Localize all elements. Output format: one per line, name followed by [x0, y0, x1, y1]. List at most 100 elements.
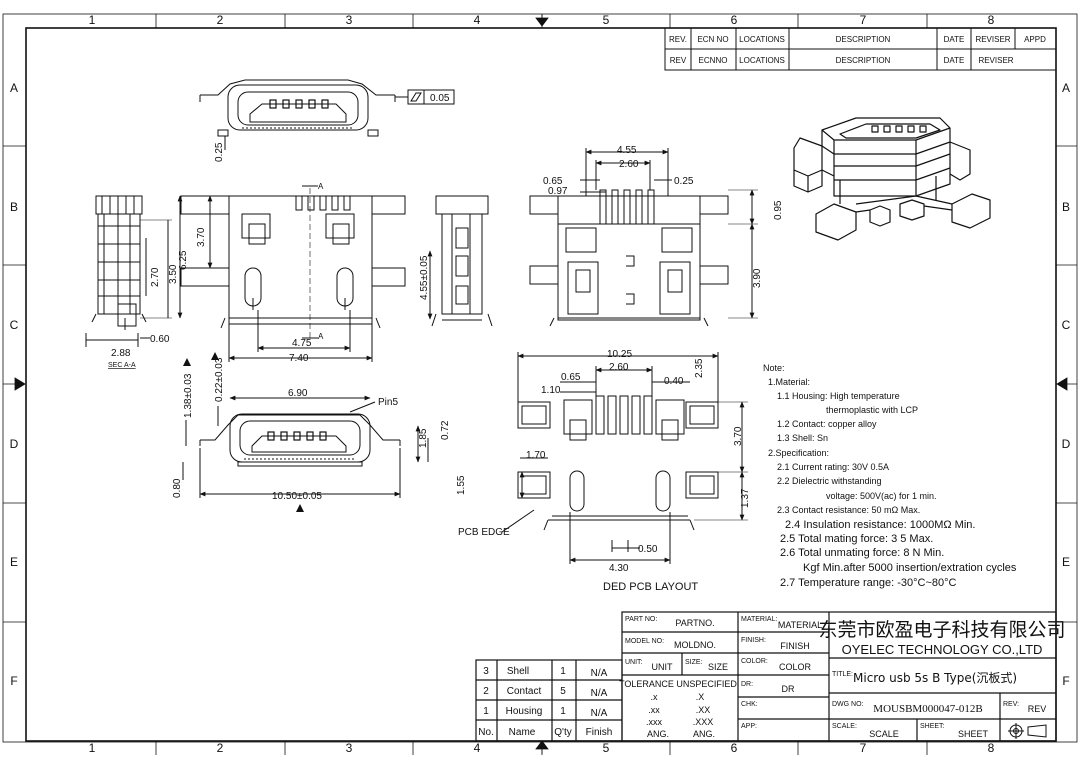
size-value: SIZE	[708, 662, 728, 672]
col-label: 2	[217, 13, 224, 27]
col-label: 5	[603, 13, 610, 27]
dim-025b: 0.25	[674, 176, 694, 187]
row-label: B	[10, 200, 18, 214]
dim-155: 1.55	[456, 475, 467, 495]
dim-455: 4.55	[617, 145, 637, 156]
dim-185: 1.85	[418, 428, 429, 448]
dim-370: 3.70	[196, 227, 207, 247]
sheet-label: SHEET:	[920, 723, 945, 730]
note-line: Note:	[763, 363, 785, 373]
note-line: 1.3 Shell: Sn	[777, 433, 828, 443]
bom-no: 1	[483, 706, 489, 717]
bom-header: No.	[478, 727, 494, 738]
bom-qty: 1	[560, 666, 566, 677]
isometric-view	[793, 117, 991, 241]
bom-qty: 5	[560, 686, 566, 697]
front-main-dims	[177, 195, 373, 362]
unit-value: UNIT	[652, 662, 673, 672]
dim-137: 1.37	[740, 488, 751, 508]
row-label: D	[1062, 437, 1071, 451]
company-name-en: OYELEC TECHNOLOGY CO.,LTD	[842, 642, 1043, 657]
sheet-value: SHEET	[958, 729, 989, 739]
layout-title: DED PCB LAYOUT	[603, 581, 698, 593]
pin5-label: Pin5	[378, 397, 398, 408]
pcb-edge-label: PCB EDGE	[458, 527, 510, 538]
pcb-layout-labels: 10.25 1.10 0.65 2.60 0.40 2.35 3.70 1.70…	[456, 349, 751, 593]
note-line: 2.6 Total unmating force: 8 N Min.	[780, 547, 944, 559]
bom-header: Finish	[586, 727, 613, 738]
dim-235: 2.35	[694, 358, 705, 378]
ecn-header: ECN NO	[697, 35, 728, 44]
note-line: voltage: 500V(ac) for 1 min.	[826, 491, 937, 501]
row-label: F	[10, 674, 17, 688]
dim-138: 1.38±0.03	[183, 373, 194, 418]
projection-symbol-icon	[1008, 723, 1047, 739]
note-line: 2.4 Insulation resistance: 1000MΩ Min.	[785, 519, 975, 531]
row-label: C	[10, 318, 19, 332]
bottom-view-labels: 4.55 2.60 0.65 0.97 0.25 0.95 3.90	[543, 145, 784, 288]
bom-finish: N/A	[591, 708, 608, 719]
drawing-title: Micro usb 5s B Type(沉板式)	[853, 671, 1017, 685]
dim-1025: 10.25	[607, 349, 632, 360]
rev-value: REV	[1028, 704, 1047, 714]
finish-value: FINISH	[780, 641, 810, 651]
note-line: Kgf Min.after 5000 insertion/extration c…	[803, 562, 1017, 574]
notes-block: Note: 1.Material: 1.1 Housing: High temp…	[763, 363, 1017, 589]
tolerance-xx: .xx	[648, 705, 660, 715]
note-line: 2.1 Current rating: 30V 0.5A	[777, 462, 889, 472]
note-line: 2.3 Contact resistance: 50 mΩ Max.	[777, 505, 920, 515]
section-mark-top: A	[318, 182, 324, 191]
note-line: 2.2 Dielectric withstanding	[777, 476, 882, 486]
section-label: SEC A-A	[108, 362, 136, 369]
note-line: 1.2 Contact: copper alloy	[777, 419, 877, 429]
tolerance-xx-val: .XX	[696, 705, 711, 715]
note-line: 2.7 Temperature range: -30°C~80°C	[780, 577, 957, 589]
note-line: 1.1 Housing: High temperature	[777, 391, 900, 401]
dim-025-top: 0.25	[214, 142, 225, 162]
col-label: 2	[217, 741, 224, 755]
revision-table: REV. ECN NO LOCATIONS DESCRIPTION DATE R…	[664, 27, 1057, 71]
dim-095: 0.95	[773, 200, 784, 220]
tolerance-x-val: .X	[696, 692, 705, 702]
dim-065b: 0.65	[561, 372, 581, 383]
bom-name: Shell	[507, 666, 529, 677]
bom-header: Q'ty	[554, 727, 571, 738]
col-label: 3	[346, 13, 353, 27]
col-label: 1	[89, 741, 96, 755]
dim-110: 1.10	[541, 385, 561, 396]
col-label: 4	[474, 13, 481, 27]
part-no-label: PART NO:	[625, 616, 657, 623]
note-line: 2.5 Total mating force: 3 5 Max.	[780, 533, 933, 545]
locations-cell: LOCATIONS	[739, 56, 785, 65]
dim-022: 0.22±0.03	[214, 357, 225, 402]
col-label: 8	[988, 13, 995, 27]
row-label: A	[10, 81, 18, 95]
tolerance-x: .x	[650, 692, 658, 702]
col-label: 6	[731, 13, 738, 27]
date-cell: DATE	[944, 56, 965, 65]
front-main-labels: 6.25 3.70 A A 4.75 7.40	[178, 182, 324, 364]
tolerance-xxx-val: .XXX	[693, 717, 714, 727]
bom-finish: N/A	[591, 668, 608, 679]
size-label: SIZE:	[685, 659, 703, 666]
scale-label: SCALE:	[832, 723, 857, 730]
bottom-view	[529, 148, 758, 327]
front-view-main	[180, 185, 406, 340]
dim-288: 2.88	[111, 348, 131, 359]
row-label: E	[10, 555, 18, 569]
dr-value: DR	[782, 684, 795, 694]
row-label: A	[1062, 81, 1070, 95]
dim-350: 3.50	[168, 264, 179, 284]
dim-625: 6.25	[178, 250, 189, 270]
dim-455-005: 4.55±0.05	[419, 255, 430, 300]
side-view-narrow	[427, 195, 493, 327]
material-value: MATERIAL	[778, 620, 822, 630]
dim-065: 0.65	[543, 176, 563, 187]
col-label: 7	[860, 741, 867, 755]
dim-1050: 10.50±0.05	[272, 491, 322, 502]
title-label: TITLE:	[832, 671, 853, 678]
row-label: D	[10, 437, 19, 451]
bom-finish: N/A	[591, 688, 608, 699]
ecn-cell: ECNNO	[699, 56, 728, 65]
dim-270: 2.70	[150, 267, 161, 287]
